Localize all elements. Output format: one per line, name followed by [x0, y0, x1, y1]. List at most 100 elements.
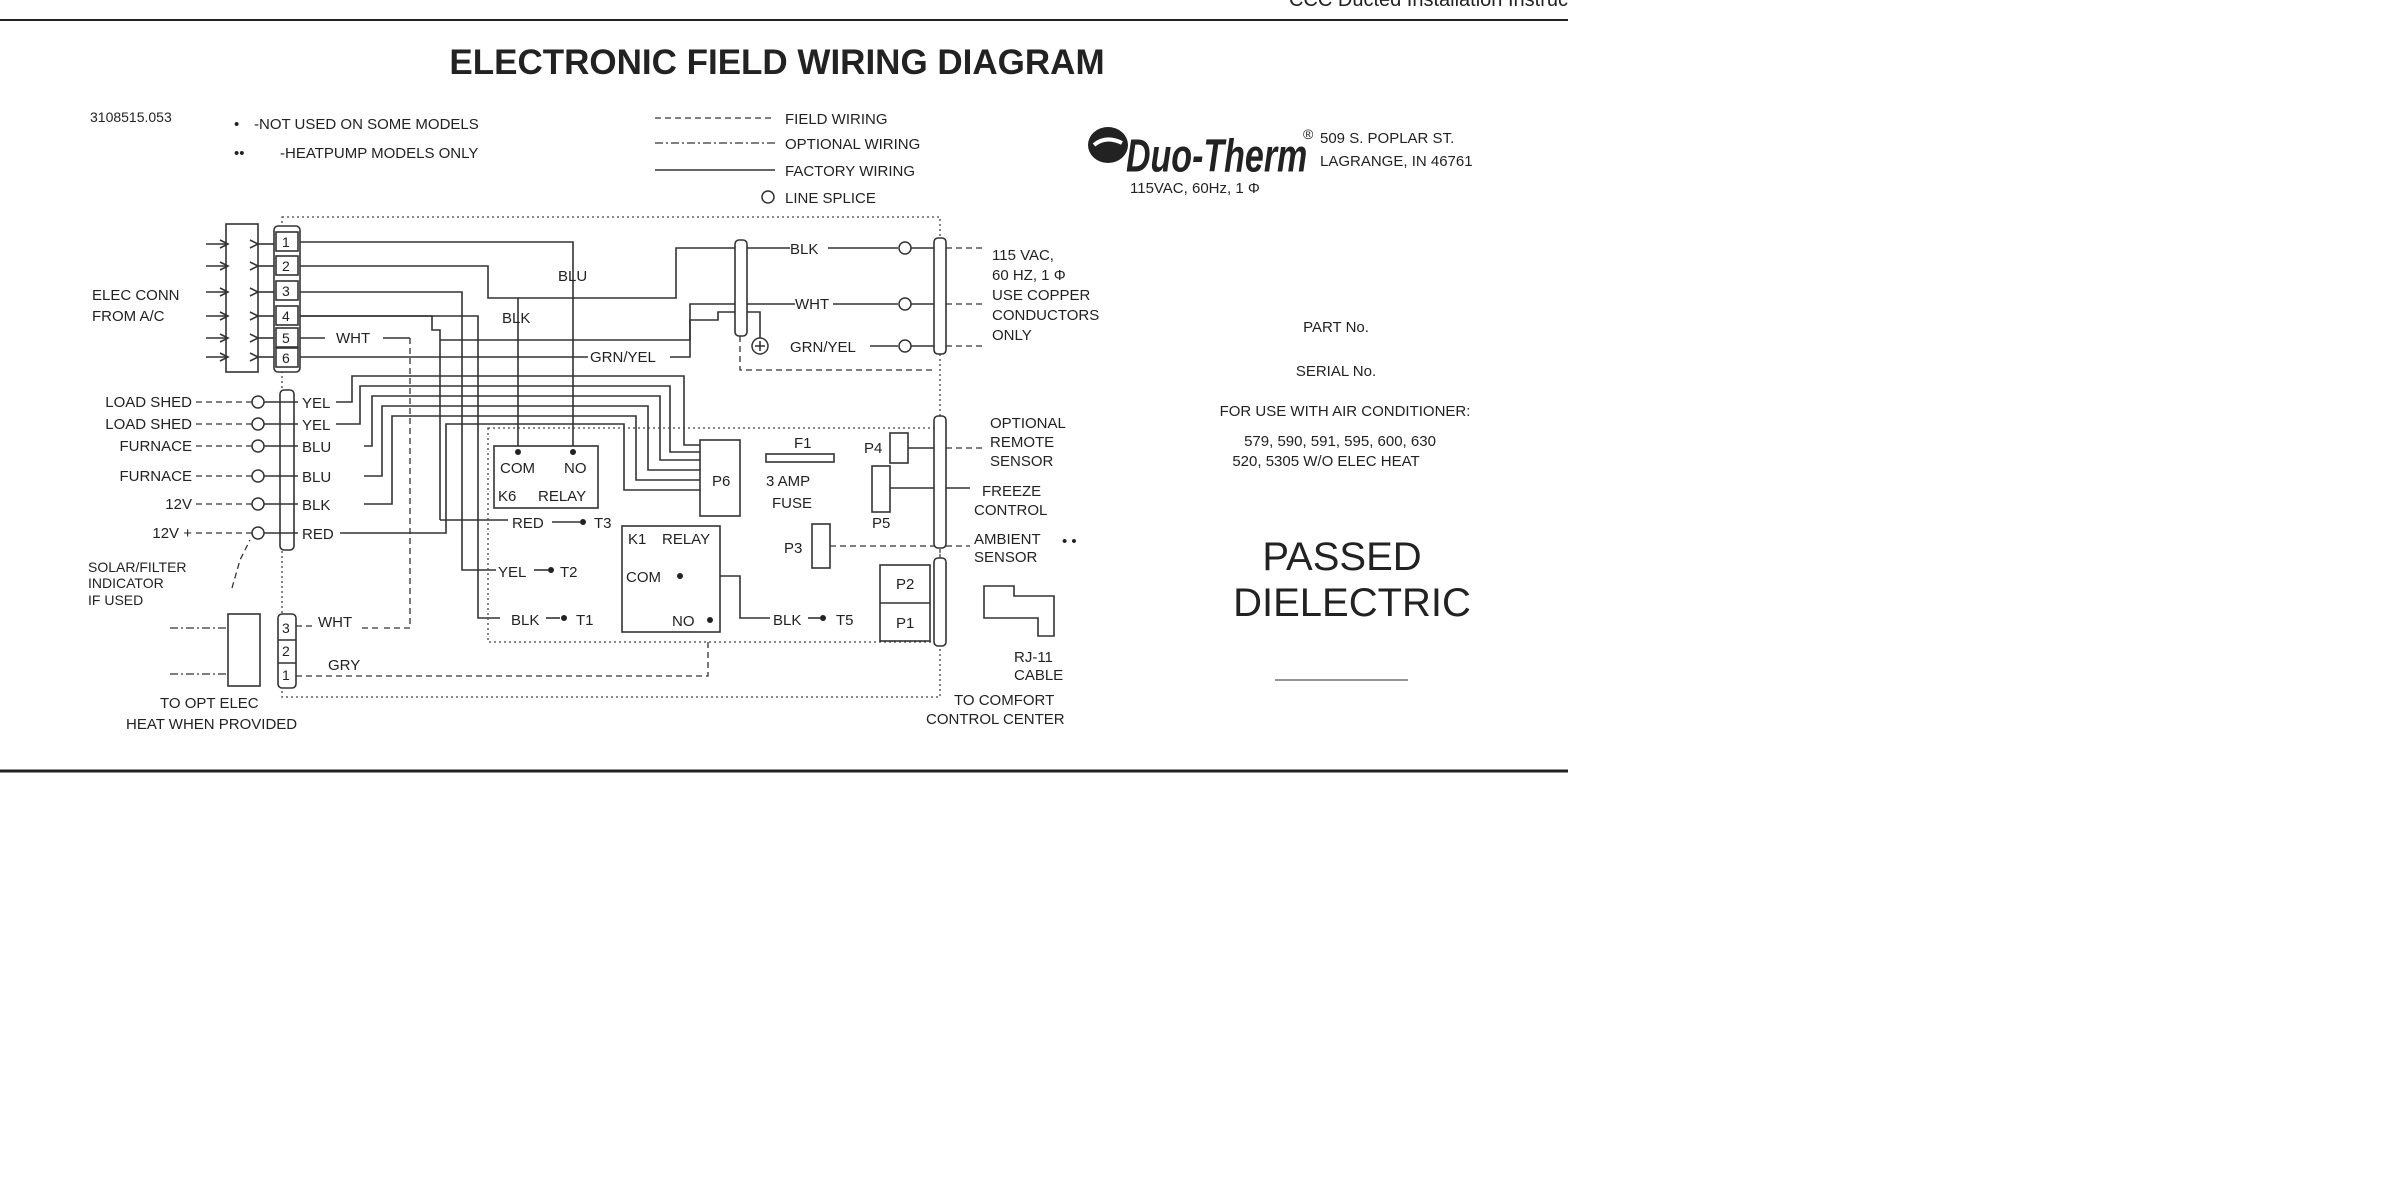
- field-color-label: RED: [302, 526, 334, 543]
- address-line-2: LAGRANGE, IN 46761: [1320, 153, 1473, 170]
- wire-blu-label: BLU: [558, 268, 587, 285]
- ambient-sensor-line: SENSOR: [974, 549, 1038, 566]
- power-rating: 115VAC, 60Hz, 1 Φ: [1130, 180, 1260, 197]
- power-note-line: 60 HZ, 1 Φ: [992, 267, 1066, 284]
- freeze-control-line: CONTROL: [974, 502, 1047, 519]
- legend-optional-wiring: OPTIONAL WIRING: [785, 136, 920, 153]
- line-splice: [251, 395, 265, 409]
- fuse-f1: F1 3 AMP FUSE: [765, 435, 835, 512]
- legend: FIELD WIRING OPTIONAL WIRING FACTORY WIR…: [655, 111, 920, 207]
- p4-label: P4: [864, 440, 882, 457]
- terminal-number: 3: [282, 283, 290, 299]
- optional-sensor-line: SENSOR: [990, 453, 1054, 470]
- power-grnyel-label: GRN/YEL: [790, 339, 856, 356]
- fuse-line-1: 3 AMP: [766, 473, 810, 490]
- wire-blk-t5-label: BLK: [773, 612, 801, 629]
- p6-label: P6: [712, 473, 730, 490]
- diagram-title: ELECTRONIC FIELD WIRING DIAGRAM: [449, 43, 1104, 82]
- k6-relay-label: RELAY: [538, 488, 586, 505]
- power-note-line: CONDUCTORS: [992, 307, 1099, 324]
- solar-line-3: IF USED: [88, 592, 143, 608]
- wire-wht-label: WHT: [336, 330, 370, 347]
- comfort-line-1: TO COMFORT: [954, 692, 1054, 709]
- input-arrow-head: [219, 352, 230, 362]
- power-terminal-bar: [933, 237, 947, 355]
- elec-conn-label: ELEC CONN: [92, 287, 180, 304]
- line-splice: [251, 497, 265, 511]
- passed-line-2: DIELECTRIC: [1233, 581, 1471, 625]
- field-color-label: YEL: [302, 417, 330, 434]
- note-double-text: -HEATPUMP MODELS ONLY: [280, 145, 478, 162]
- wire-grnyel-label: GRN/YEL: [590, 349, 656, 366]
- sensor-terminal-bar: [933, 415, 947, 549]
- field-input-connector: [279, 389, 295, 551]
- k6-relay: COM NO K6 RELAY: [487, 427, 941, 643]
- line-splice: [251, 526, 265, 540]
- power-inputs: BLK WHT GRN/YEL: [739, 241, 985, 371]
- rj11-line-1: RJ-11: [1014, 649, 1053, 666]
- ambient-sensor-line: AMBIENT: [974, 531, 1041, 548]
- k1-com-label: COM: [626, 569, 661, 586]
- terminal-t3: T3: [594, 515, 612, 532]
- terminal-t1: T1: [576, 612, 594, 629]
- solar-line-2: INDICATOR: [88, 575, 164, 591]
- input-arrow-head: [249, 352, 260, 362]
- elec-heat-terminal-3: 3: [282, 620, 290, 636]
- terminal-box: [275, 255, 299, 276]
- terminal-number: 2: [282, 258, 290, 274]
- brand-block: Duo-Therm ® 509 S. POPLAR ST. LAGRANGE, …: [1088, 126, 1473, 197]
- input-arrow-head: [249, 311, 260, 321]
- part-code: 3108515.053: [90, 109, 172, 125]
- field-input-label: LOAD SHED: [105, 416, 192, 433]
- rj11-cable: RJ-11 CABLE: [983, 585, 1063, 684]
- legend-factory-wiring: FACTORY WIRING: [785, 163, 915, 180]
- k1-relay-label: RELAY: [662, 531, 710, 548]
- input-arrow-head: [249, 287, 260, 297]
- p1-label: P1: [896, 615, 914, 632]
- p3-label: P3: [784, 540, 802, 557]
- k6-com-label: COM: [500, 460, 535, 477]
- terminal-t2: T2: [560, 564, 578, 581]
- input-arrow-head: [219, 311, 230, 321]
- field-input-label: FURNACE: [119, 468, 192, 485]
- field-color-label: BLU: [302, 439, 331, 456]
- power-wht-label: WHT: [795, 296, 829, 313]
- duo-therm-logo-mark: [1088, 127, 1128, 163]
- part-no-label: PART No.: [1303, 319, 1369, 336]
- power-tie-bar: [734, 239, 748, 337]
- power-note-line: 115 VAC,: [992, 247, 1054, 264]
- wire-blk-t1-label: BLK: [511, 612, 539, 629]
- field-input-label: LOAD SHED: [105, 394, 192, 411]
- p6-connector: [699, 439, 741, 517]
- for-use-label: FOR USE WITH AIR CONDITIONER:: [1220, 403, 1471, 420]
- rj11-line-2: CABLE: [1014, 667, 1063, 684]
- ambient-mark: • •: [1062, 533, 1077, 550]
- elec-heat-wht-label: WHT: [318, 614, 352, 631]
- terminal-number: 5: [282, 330, 290, 346]
- legend-line-splice: LINE SPLICE: [785, 190, 876, 207]
- passed-line-1: PASSED: [1262, 535, 1421, 579]
- serial-no-label: SERIAL No.: [1296, 363, 1376, 380]
- field-input-label: 12V +: [152, 525, 192, 542]
- note-single-text: -NOT USED ON SOME MODELS: [254, 116, 479, 133]
- registered-mark: ®: [1303, 126, 1314, 142]
- terminal-box: [275, 347, 299, 368]
- input-arrow-head: [219, 261, 230, 271]
- plugs: P4 P5 P3 P2 P1: [784, 415, 985, 647]
- input-arrow-head: [249, 261, 260, 271]
- field-input-label: FURNACE: [119, 438, 192, 455]
- models-line-1: 579, 590, 591, 595, 600, 630: [1244, 433, 1436, 450]
- terminal-box: [275, 231, 299, 252]
- note-double-mark: ••: [234, 145, 245, 162]
- wire-red-label: RED: [512, 515, 544, 532]
- elec-heat-terminal-1: 1: [282, 667, 290, 683]
- line-splice: [251, 469, 265, 483]
- comfort-line-2: CONTROL CENTER: [926, 711, 1065, 728]
- optional-sensor-line: REMOTE: [990, 434, 1054, 451]
- power-blk-label: BLK: [790, 241, 818, 258]
- wiring-diagram: CCC Ducted Installation Instruc ELECTRON…: [0, 0, 1568, 773]
- solar-line-1: SOLAR/FILTER: [88, 559, 187, 575]
- from-ac-label: FROM A/C: [92, 308, 165, 325]
